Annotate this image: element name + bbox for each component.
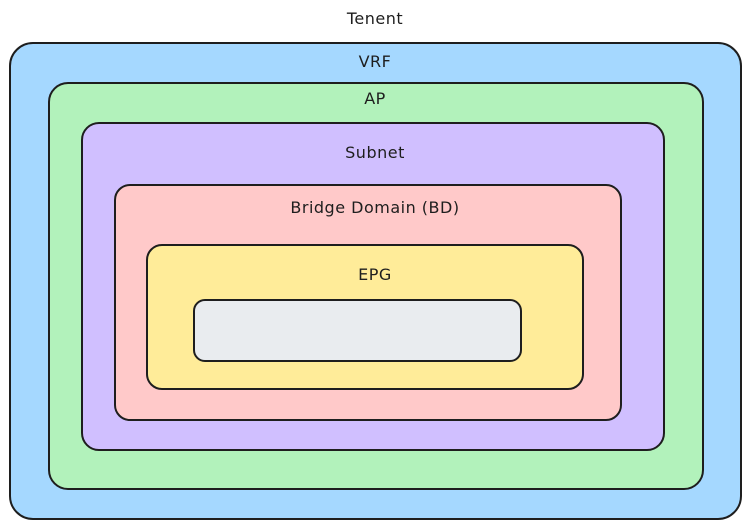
bridge-domain-label: Bridge Domain (BD) xyxy=(290,198,460,217)
vrf-label: VRF xyxy=(358,52,392,71)
ap-label: AP xyxy=(364,89,386,108)
tenant-label: Tenent xyxy=(346,9,404,28)
subnet-label: Subnet xyxy=(345,143,405,162)
endpoint-box xyxy=(193,299,522,362)
epg-label: EPG xyxy=(358,265,392,284)
